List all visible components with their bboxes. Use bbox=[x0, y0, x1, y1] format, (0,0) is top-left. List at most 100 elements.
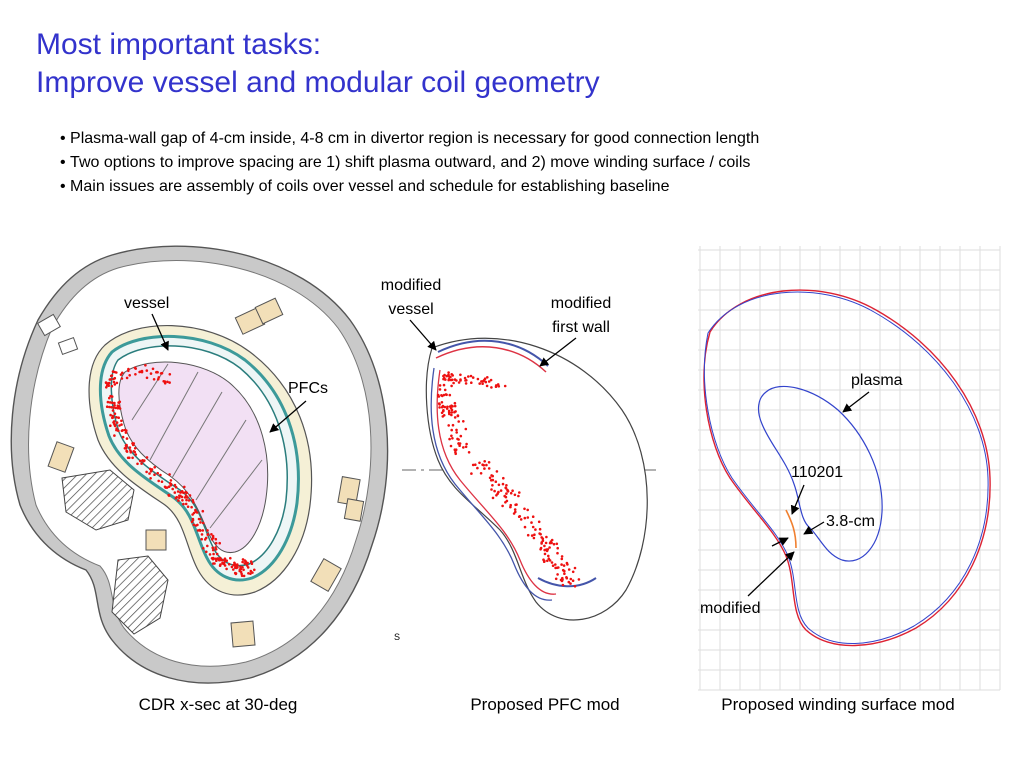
plasma-point bbox=[497, 483, 501, 487]
plasma-point bbox=[162, 380, 165, 383]
plasma-point bbox=[136, 462, 139, 466]
plasma-point bbox=[545, 535, 548, 539]
plasma-point bbox=[108, 396, 111, 400]
plasma-point bbox=[128, 446, 132, 449]
plasma-point bbox=[487, 467, 491, 470]
plasma-point bbox=[451, 437, 454, 440]
plasma-point bbox=[180, 490, 184, 493]
plasma-point bbox=[441, 415, 445, 418]
plasma-point bbox=[239, 565, 242, 569]
plasma-point bbox=[118, 400, 122, 404]
plasma-point bbox=[509, 505, 512, 509]
plasma-point bbox=[125, 376, 129, 380]
plasma-point bbox=[148, 472, 151, 475]
plasma-point bbox=[152, 378, 156, 381]
plasma-point bbox=[493, 489, 496, 493]
plasma-point bbox=[230, 565, 234, 569]
plasma-point bbox=[242, 574, 246, 578]
hatched-structure bbox=[61, 469, 135, 531]
plasma-point bbox=[501, 482, 505, 486]
plasma-point bbox=[250, 562, 254, 565]
plasma-point bbox=[201, 509, 205, 513]
plasma-point bbox=[120, 429, 124, 433]
plasma-point bbox=[505, 492, 508, 495]
plasma-point bbox=[455, 431, 459, 434]
plasma-point bbox=[438, 403, 441, 406]
plasma-point bbox=[239, 567, 243, 571]
plasma-point bbox=[223, 557, 227, 560]
plasma-point bbox=[530, 521, 533, 524]
plasma-point bbox=[118, 424, 121, 427]
plasma-point bbox=[518, 491, 521, 494]
plasma-point bbox=[446, 405, 449, 409]
plasma-point bbox=[235, 564, 238, 567]
plasma-point bbox=[485, 384, 489, 388]
plasma-point bbox=[246, 561, 249, 565]
plasma-point bbox=[214, 537, 218, 541]
cdr-cross-section-diagram: vessel PFCs CDR x-sec at 30-deg bbox=[10, 245, 389, 714]
plasma-point bbox=[211, 548, 215, 552]
plasma-point bbox=[440, 401, 444, 404]
plasma-point bbox=[444, 393, 448, 396]
plasma-point bbox=[484, 380, 488, 384]
plasma-point bbox=[538, 527, 542, 531]
plasma-point bbox=[105, 384, 109, 387]
plasma-point bbox=[104, 381, 108, 384]
plasma-point bbox=[178, 496, 181, 500]
plasma-point bbox=[186, 505, 190, 509]
plasma-point bbox=[113, 383, 117, 386]
plasma-point bbox=[153, 473, 156, 477]
plasma-point bbox=[467, 375, 470, 378]
plasma-point bbox=[123, 428, 127, 432]
plasma-point bbox=[132, 450, 136, 453]
plasma-point bbox=[175, 495, 178, 499]
plasma-point bbox=[182, 502, 185, 506]
plasma-point bbox=[148, 467, 152, 471]
plasma-point bbox=[124, 447, 128, 450]
plasma-point bbox=[109, 378, 112, 381]
plasma-point bbox=[450, 384, 453, 388]
plasma-point bbox=[155, 370, 159, 374]
first-wall-curve-red bbox=[435, 346, 547, 373]
plasma-point bbox=[201, 521, 205, 525]
plasma-point bbox=[443, 373, 446, 377]
plasma-point bbox=[517, 515, 521, 518]
plasma-point bbox=[561, 578, 564, 581]
plasma-point bbox=[541, 537, 545, 540]
plasma-point bbox=[249, 560, 253, 563]
plasma-point bbox=[233, 571, 237, 575]
plasma-point bbox=[115, 427, 118, 430]
winding-surface-outline-red bbox=[703, 289, 991, 647]
plasma-point bbox=[437, 395, 441, 398]
plasma-point bbox=[474, 463, 477, 467]
plasma-point bbox=[115, 381, 119, 385]
plasma-point bbox=[176, 490, 180, 493]
plasma-point bbox=[116, 406, 120, 410]
plasma-point bbox=[125, 450, 129, 453]
plasma-point bbox=[184, 494, 188, 497]
plasma-point bbox=[571, 570, 575, 574]
vessel-arrow bbox=[151, 313, 169, 351]
plasma-point bbox=[539, 532, 542, 536]
plasma-point bbox=[547, 554, 550, 558]
plasma-point bbox=[109, 374, 113, 378]
lower-first-wall bbox=[537, 577, 597, 588]
modified-first-wall-arrow bbox=[539, 337, 577, 367]
plasma-point bbox=[179, 491, 182, 494]
plasma-point bbox=[199, 521, 202, 524]
plasma-point bbox=[184, 502, 188, 506]
plasma-point bbox=[203, 538, 207, 541]
plasma-point bbox=[534, 528, 537, 531]
plasma-point bbox=[470, 381, 473, 385]
plasma-label: plasma bbox=[851, 372, 903, 389]
plasma-point bbox=[545, 549, 549, 553]
plasma-point bbox=[567, 568, 571, 571]
plasma-point bbox=[168, 381, 171, 384]
plasma-point bbox=[543, 544, 546, 548]
plasma-point bbox=[483, 460, 487, 463]
plasma-point bbox=[557, 566, 560, 569]
plasma-point bbox=[487, 380, 491, 383]
bullet-list: Plasma-wall gap of 4-cm inside, 4-8 cm i… bbox=[60, 127, 759, 199]
plasma-point bbox=[490, 488, 493, 491]
plasma-point bbox=[112, 420, 116, 423]
